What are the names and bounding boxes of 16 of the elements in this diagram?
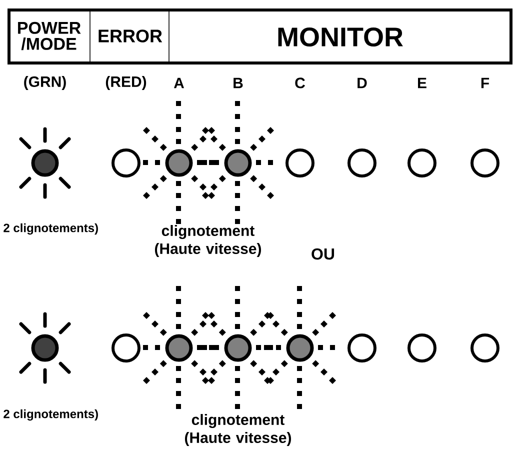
caption: 2 clignotements) [4,409,98,421]
header-cell: POWER /MODE [18,22,81,50]
caption: 2 clignotements) [4,223,98,235]
column-label: C [295,78,305,88]
separator-word: OU [312,248,334,260]
column-label: B [234,78,243,88]
caption: clignotement (Haute vitesse) [184,414,291,446]
column-label: F [481,78,490,88]
column-label: D [358,78,367,88]
column-label: A [174,78,184,88]
header-cell: ERROR [98,30,162,42]
caption: clignotement (Haute vitesse) [154,225,261,257]
column-label: (GRN) [24,76,66,90]
column-label: E [418,78,426,88]
header-cell: MONITOR [278,27,403,47]
column-label: (RED) [106,76,146,90]
